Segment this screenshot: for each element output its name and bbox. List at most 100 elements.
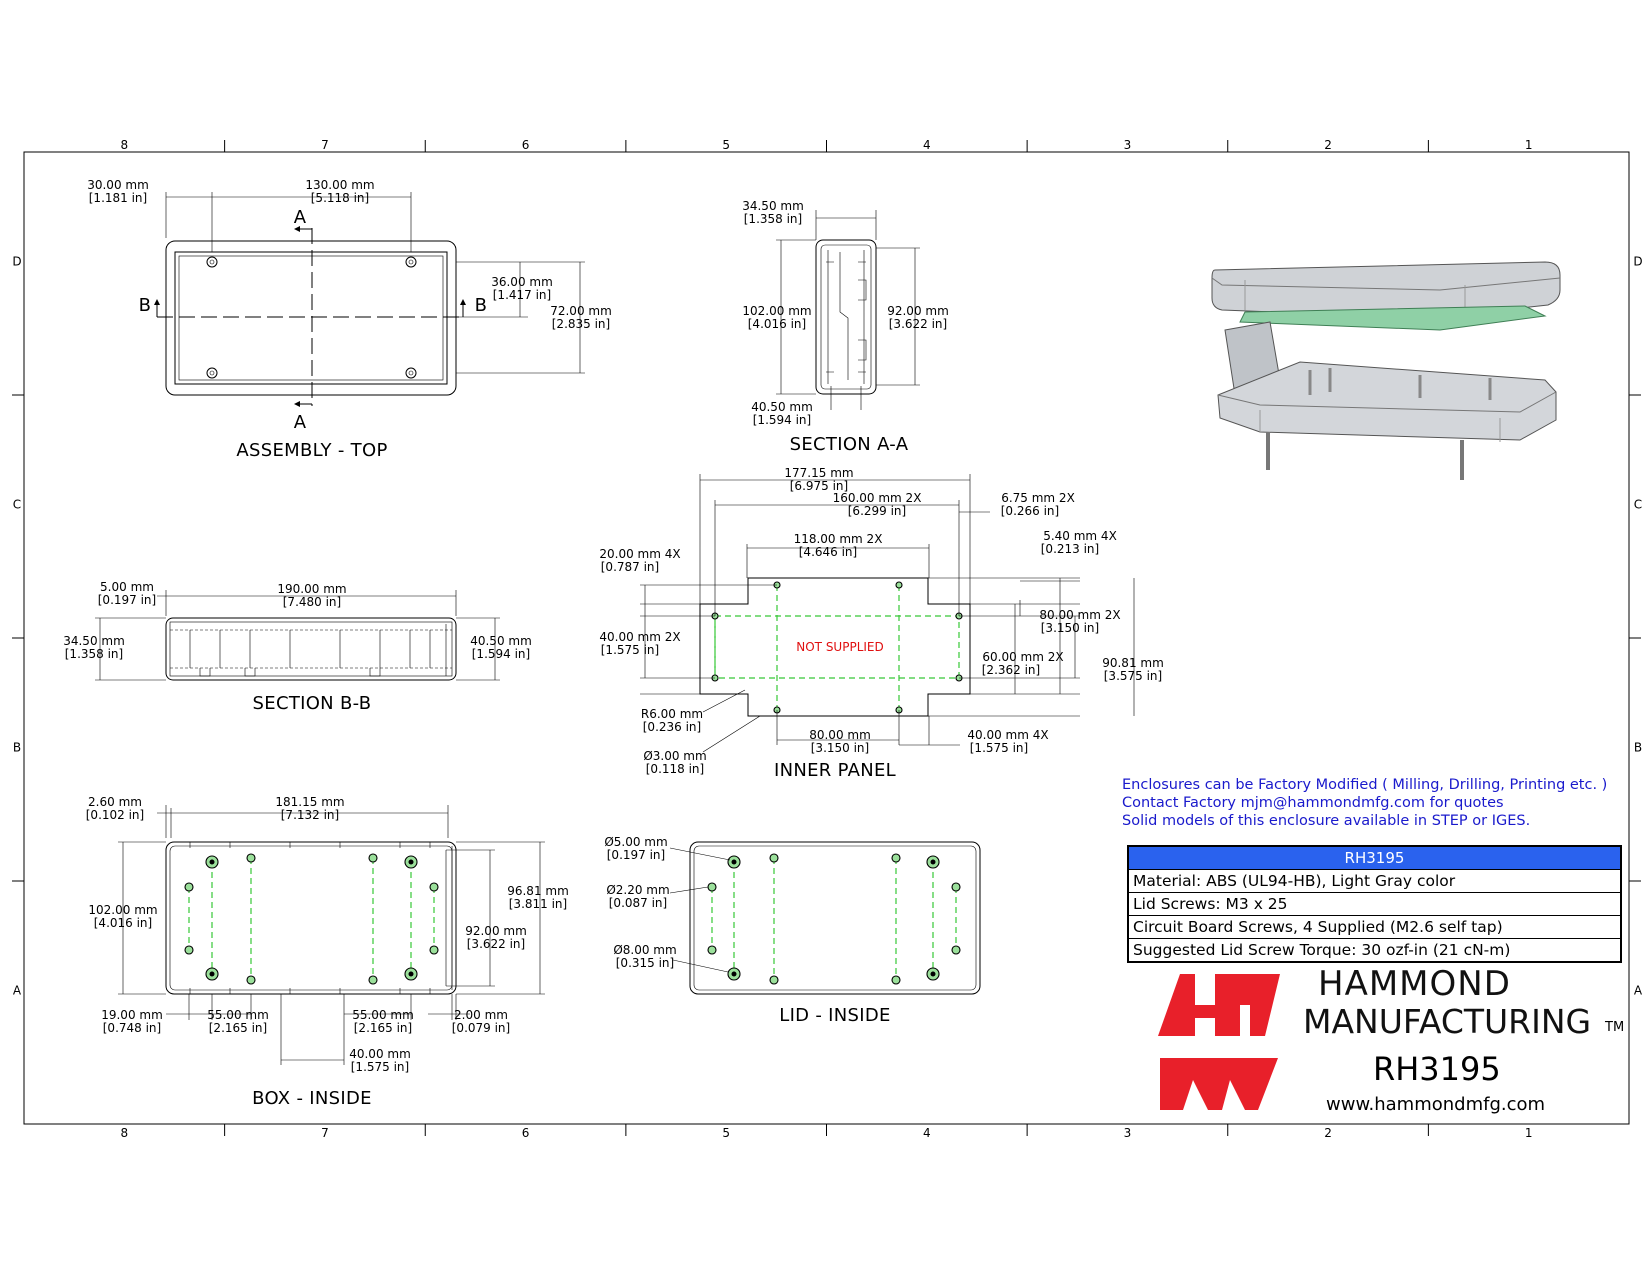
dim-bi-18115: 181.15 mm xyxy=(275,795,344,809)
dim-aa-92: 92.00 mm xyxy=(887,304,949,318)
svg-text:[0.197 in]: [0.197 in] xyxy=(607,848,665,862)
svg-text:102.00 mm: 102.00 mm xyxy=(742,304,811,318)
svg-text:30.00 mm: 30.00 mm xyxy=(87,178,149,192)
svg-text:[2.362 in]: [2.362 in] xyxy=(982,663,1040,677)
zone-col-top-1: 1 xyxy=(1525,138,1533,152)
view-title-section-bb: SECTION B-B xyxy=(253,693,372,714)
dim-bi-26: 2.60 mm xyxy=(88,795,142,809)
dim-ip-20: 20.00 mm 4X xyxy=(599,547,680,561)
svg-text:40.50 mm: 40.50 mm xyxy=(751,400,813,414)
zone-col-bottom-6: 6 xyxy=(522,1126,530,1140)
zone-row-left-C: C xyxy=(13,498,21,512)
zone-row-left-A: A xyxy=(13,984,22,998)
view-title-section-aa: SECTION A-A xyxy=(790,434,909,455)
svg-text:[1.181 in]: [1.181 in] xyxy=(89,191,147,205)
dim-aa-102-in: [4.016 in] xyxy=(748,317,806,331)
dim-36-in: [1.417 in] xyxy=(493,288,551,302)
dim-ip-80r: 80.00 mm 2X xyxy=(1039,608,1120,622)
svg-text:[0.197 in]: [0.197 in] xyxy=(98,593,156,607)
trademark-mark: TM xyxy=(1605,1020,1625,1035)
brand-name-line1: HAMMOND xyxy=(1318,964,1511,1004)
spec-table-header: RH3195 xyxy=(1129,847,1620,870)
dim-ip-20-in: [0.787 in] xyxy=(601,560,659,574)
dim-bb-190-in: [7.480 in] xyxy=(283,595,341,609)
svg-text:[4.016 in]: [4.016 in] xyxy=(94,916,152,930)
svg-text:[1.594 in]: [1.594 in] xyxy=(472,647,530,661)
dim-ip-675: 6.75 mm 2X xyxy=(1001,491,1075,505)
dim-bi-18115-in: [7.132 in] xyxy=(281,808,339,822)
dim-li-d8: Ø8.00 mm xyxy=(613,943,676,957)
svg-text:[4.646 in]: [4.646 in] xyxy=(799,545,857,559)
svg-text:[0.087 in]: [0.087 in] xyxy=(609,896,667,910)
spec-row-torque: Suggested Lid Screw Torque: 30 ozf-in (2… xyxy=(1133,941,1511,959)
dim-aa-345: 34.50 mm xyxy=(742,199,804,213)
dim-ip-160: 160.00 mm 2X xyxy=(833,491,922,505)
svg-text:72.00 mm: 72.00 mm xyxy=(550,304,612,318)
zone-row-left-D: D xyxy=(12,255,21,269)
svg-text:40.00 mm 4X: 40.00 mm 4X xyxy=(967,728,1048,742)
svg-text:[0.118 in]: [0.118 in] xyxy=(646,762,704,776)
zone-col-bottom-8: 8 xyxy=(120,1126,128,1140)
svg-text:177.15 mm: 177.15 mm xyxy=(784,466,853,480)
view-assembly-top: A A B B 30.00 mm [1.181 in] 130.00 mm [5… xyxy=(87,178,612,461)
zone-row-left-B: B xyxy=(13,741,21,755)
svg-text:[2.165 in]: [2.165 in] xyxy=(209,1021,267,1035)
zone-col-top-5: 5 xyxy=(722,138,730,152)
svg-text:[7.132 in]: [7.132 in] xyxy=(281,808,339,822)
svg-text:80.00 mm: 80.00 mm xyxy=(809,728,871,742)
dim-ip-54: 5.40 mm 4X xyxy=(1043,529,1117,543)
svg-text:[7.480 in]: [7.480 in] xyxy=(283,595,341,609)
svg-text:55.00 mm: 55.00 mm xyxy=(352,1008,414,1022)
svg-text:40.00 mm 2X: 40.00 mm 2X xyxy=(599,630,680,644)
zone-col-top-3: 3 xyxy=(1124,138,1132,152)
dim-ip-60: 60.00 mm 2X xyxy=(982,650,1063,664)
part-number: RH3195 xyxy=(1373,1050,1501,1088)
dim-bi-9681-in: [3.811 in] xyxy=(509,897,567,911)
factory-notes: Enclosures can be Factory Modified ( Mil… xyxy=(1122,776,1607,830)
view-lid-inside: Ø5.00 mm [0.197 in] Ø2.20 mm [0.087 in] … xyxy=(604,835,981,1026)
dim-bb-5-in: [0.197 in] xyxy=(98,593,156,607)
brand-name-line2: MANUFACTURING xyxy=(1303,1002,1592,1041)
spec-row-board-screws: Circuit Board Screws, 4 Supplied (M2.6 s… xyxy=(1129,916,1620,939)
dim-72: 72.00 mm xyxy=(550,304,612,318)
dim-ip-40b: 40.00 mm 4X xyxy=(967,728,1048,742)
dim-ip-r6-in: [0.236 in] xyxy=(643,720,701,734)
svg-text:36.00 mm: 36.00 mm xyxy=(491,275,553,289)
dim-ip-160-in: [6.299 in] xyxy=(848,504,906,518)
dim-bi-26-in: [0.102 in] xyxy=(86,808,144,822)
svg-text:34.50 mm: 34.50 mm xyxy=(742,199,804,213)
dim-ip-80r-in: [3.150 in] xyxy=(1041,621,1099,635)
note-contact: Contact Factory mjm@hammondmfg.com for q… xyxy=(1122,795,1504,811)
dim-bi-19-in: [0.748 in] xyxy=(103,1021,161,1035)
svg-text:90.81 mm: 90.81 mm xyxy=(1102,656,1164,670)
svg-text:[0.787 in]: [0.787 in] xyxy=(601,560,659,574)
zone-col-bottom-5: 5 xyxy=(722,1126,730,1140)
zone-col-top-7: 7 xyxy=(321,138,329,152)
svg-text:[3.811 in]: [3.811 in] xyxy=(509,897,567,911)
svg-text:[0.213 in]: [0.213 in] xyxy=(1041,542,1099,556)
zone-row-right-A: A xyxy=(1634,984,1643,998)
svg-text:60.00 mm 2X: 60.00 mm 2X xyxy=(982,650,1063,664)
view-title-assembly-top: ASSEMBLY - TOP xyxy=(236,440,387,461)
dim-li-d5: Ø5.00 mm xyxy=(604,835,667,849)
dim-bi-55b-in: [2.165 in] xyxy=(354,1021,412,1035)
dim-30-in: [1.181 in] xyxy=(89,191,147,205)
svg-text:[3.150 in]: [3.150 in] xyxy=(811,741,869,755)
dim-72-in: [2.835 in] xyxy=(552,317,610,331)
dim-bi-2: 2.00 mm xyxy=(454,1008,508,1022)
dim-ip-9081: 90.81 mm xyxy=(1102,656,1164,670)
section-mark-a-top: A xyxy=(294,207,307,228)
svg-text:[1.575 in]: [1.575 in] xyxy=(601,643,659,657)
dim-bi-102-in: [4.016 in] xyxy=(94,916,152,930)
svg-text:[2.165 in]: [2.165 in] xyxy=(354,1021,412,1035)
dim-ip-60-in: [2.362 in] xyxy=(982,663,1040,677)
svg-text:130.00 mm: 130.00 mm xyxy=(305,178,374,192)
svg-text:40.50 mm: 40.50 mm xyxy=(470,634,532,648)
svg-text:5.00 mm: 5.00 mm xyxy=(100,580,154,594)
svg-text:[1.575 in]: [1.575 in] xyxy=(351,1060,409,1074)
view-title-lid-inside: LID - INSIDE xyxy=(779,1005,890,1026)
svg-text:6.75 mm 2X: 6.75 mm 2X xyxy=(1001,491,1075,505)
dim-aa-405: 40.50 mm xyxy=(751,400,813,414)
dim-bi-102: 102.00 mm xyxy=(88,903,157,917)
dim-li-d22: Ø2.20 mm xyxy=(606,883,669,897)
